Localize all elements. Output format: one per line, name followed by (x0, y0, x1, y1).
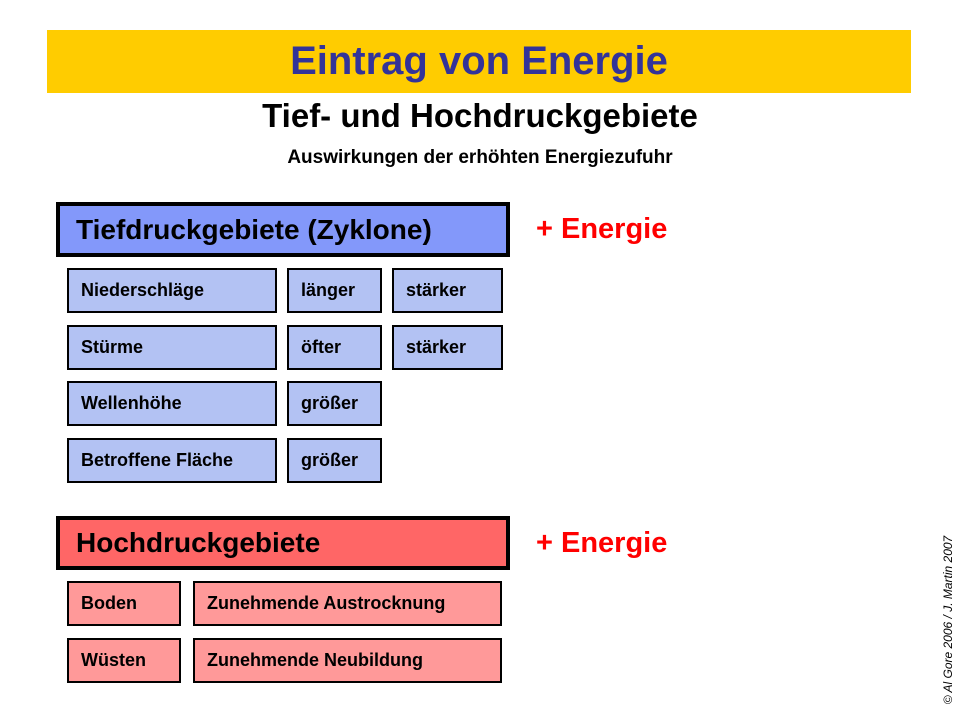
high-effect-box: Zunehmende Neubildung (193, 638, 502, 683)
low-effect-box: größer (287, 438, 382, 483)
low-topic-box: Betroffene Fläche (67, 438, 277, 483)
page-title: Tief- und Hochdruckgebiete (262, 97, 698, 134)
banner: Eintrag von Energie (47, 30, 911, 93)
low-pressure-energy-label: + Energie (536, 213, 668, 245)
low-topic-box: Stürme (67, 325, 277, 370)
high-pressure-energy-label: + Energie (536, 527, 668, 559)
high-effect-box: Zunehmende Austrocknung (193, 581, 502, 626)
low-topic-box: Niederschläge (67, 268, 277, 313)
low-effect-box: größer (287, 381, 382, 426)
copyright-credit: © Al Gore 2006 / J. Martin 2007 (941, 535, 955, 705)
low-effect-box: öfter (287, 325, 382, 370)
low-effect-box: stärker (392, 268, 503, 313)
low-effect-box: stärker (392, 325, 503, 370)
high-topic-box: Boden (67, 581, 181, 626)
low-pressure-header-box: Tiefdruckgebiete (Zyklone) (56, 202, 510, 257)
page-subtitle: Auswirkungen der erhöhten Energiezufuhr (287, 147, 673, 168)
banner-title: Eintrag von Energie (290, 39, 668, 83)
low-topic-box: Wellenhöhe (67, 381, 277, 426)
high-pressure-header-box: Hochdruckgebiete (56, 516, 510, 570)
high-topic-box: Wüsten (67, 638, 181, 683)
low-effect-box: länger (287, 268, 382, 313)
